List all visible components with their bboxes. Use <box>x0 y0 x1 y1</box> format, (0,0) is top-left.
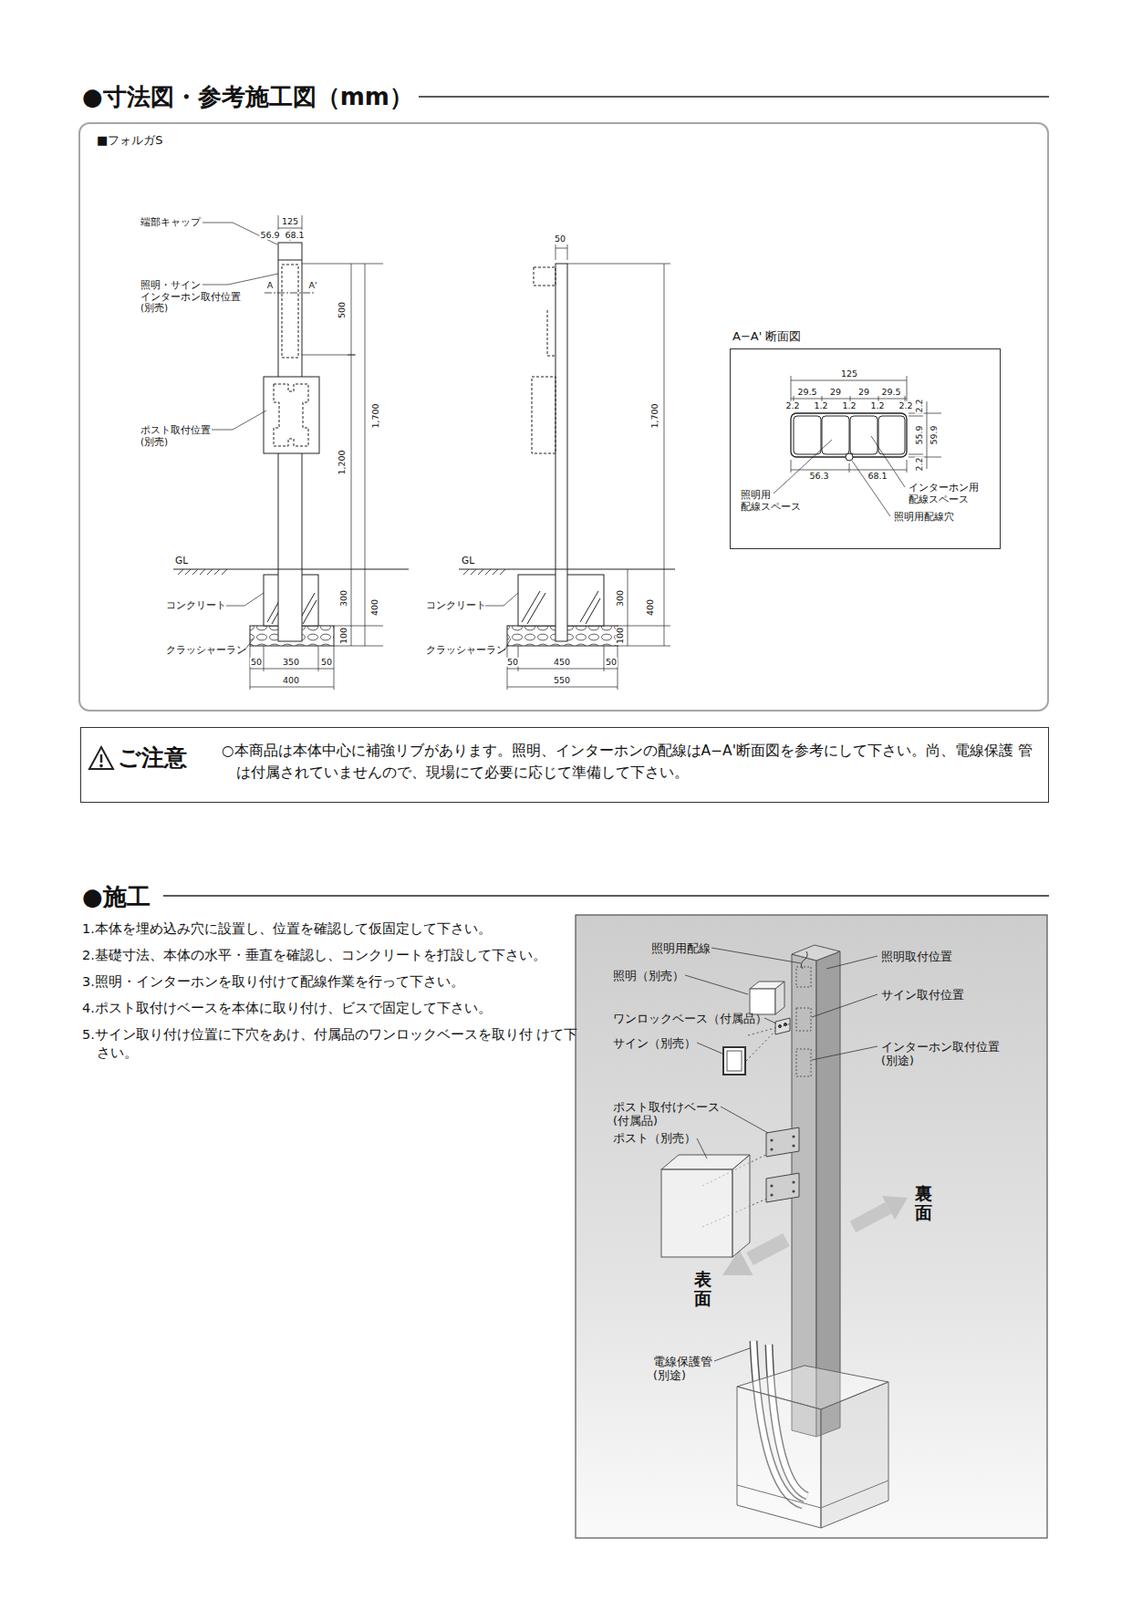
dimension: 2.2 <box>914 397 925 414</box>
part-label: ポスト取付位置 (別売) <box>140 424 211 447</box>
part-label: 照明用 配線スペース <box>740 488 801 512</box>
dimension: 400 <box>281 675 301 686</box>
view-label: 表面 <box>694 1269 712 1309</box>
dimension: 400 <box>645 598 655 617</box>
dimension: 55.9 <box>914 424 925 446</box>
dimension: 1,700 <box>650 402 660 429</box>
part-label: GL <box>461 554 475 567</box>
dimension: 29.5 <box>880 387 902 397</box>
dimension: 2.2 <box>914 456 925 472</box>
dimension: 300 <box>615 589 625 608</box>
step-text: 1.本体を埋め込み穴に設置し、位置を確認して仮固定して下さい。 <box>82 919 590 938</box>
dimension: 1.2 <box>812 401 829 411</box>
node-text: A−A' 断面図 <box>732 329 801 344</box>
dimension: 50 <box>320 657 333 667</box>
dimension: 59.9 <box>929 424 939 446</box>
dimension: 29 <box>829 387 842 397</box>
part-label: GL <box>175 554 188 567</box>
drawing-frame: ■フォルガS A−A' 断面図 <box>78 122 1049 712</box>
dimension: A <box>266 280 275 291</box>
dimension: 125 <box>280 217 300 227</box>
dimension: 1.2 <box>869 401 885 411</box>
step-text: 4.ポスト取付けベースを本体に取り付け、ビスで固定して下さい。 <box>82 998 590 1018</box>
node-text: ○本商品は本体中心に補強リブがあります。照明、インターホンの配線はA−A'断面図… <box>221 739 1044 784</box>
part-label: コンクリート <box>425 599 487 612</box>
dimension: 1,200 <box>337 448 347 476</box>
dimension: 450 <box>552 657 572 667</box>
dimension: 29 <box>857 387 871 397</box>
dimension: 125 <box>840 369 859 379</box>
step-text: 5.サイン取り付け位置に下穴をあけ、付属品のワンロックベースを取り付 けて下さい… <box>82 1025 590 1063</box>
part-label: インターホン用 配線スペース <box>908 481 979 505</box>
part-label: 照明・サイン インターホン取付位置 (別売) <box>140 279 241 314</box>
step-text: 3.照明・インターホンを取り付けて配線作業を行って下さい。 <box>82 972 590 991</box>
dimension: 400 <box>370 598 380 617</box>
section-heading: ●施工 <box>82 881 151 913</box>
dimension: 68.1 <box>283 230 305 240</box>
callout-label: 照明（別売） <box>612 968 685 983</box>
part-label: 照明用配線穴 <box>893 510 955 523</box>
part-label: 端部キャップ <box>140 216 201 229</box>
view-label: 裏面 <box>914 1183 933 1223</box>
callout-label: 照明用配線 <box>651 941 711 956</box>
part-label: コンクリート <box>166 599 227 612</box>
caution-box: ご注意 ○本商品は本体中心に補強リブがあります。照明、インターホンの配線はA−A'… <box>80 726 1049 803</box>
dimension: 1,700 <box>371 402 381 429</box>
dimension: 300 <box>339 589 349 608</box>
dimension: 1.2 <box>841 401 857 411</box>
dimension: 56.3 <box>808 471 830 481</box>
dimension: A' <box>307 280 318 291</box>
node-text: ■フォルガS <box>96 133 164 148</box>
part-label: クラッシャーラン <box>425 643 507 656</box>
callout-label: 電線保護管 (別途) <box>653 1354 713 1382</box>
dimension: 350 <box>281 657 301 667</box>
dimension: 50 <box>249 657 263 667</box>
dimension: 550 <box>552 675 572 686</box>
dimension: 29.5 <box>796 387 818 397</box>
dimension: 56.9 <box>259 230 281 240</box>
callout-label: サイン（別売） <box>612 1036 696 1050</box>
dimension: 50 <box>553 234 567 244</box>
dimension: 100 <box>339 626 349 645</box>
section-box: A−A' 断面図 <box>729 348 1001 550</box>
callout-label: ワンロックベース（付属品） <box>612 1011 768 1026</box>
callout-label: サイン取付位置 <box>881 987 965 1002</box>
callout-label: 照明取付位置 <box>881 949 953 964</box>
dimension: 2.2 <box>784 401 800 411</box>
section-heading: ●寸法図・参考施工図（mm） <box>82 81 414 113</box>
node-text: ご注意 <box>117 744 187 772</box>
part-label: クラッシャーラン <box>166 643 247 656</box>
callout-label: ポスト（別売） <box>612 1131 696 1145</box>
step-text: 2.基礎寸法、本体の水平・垂直を確認し、コンクリートを打設して下さい。 <box>82 945 590 965</box>
dimension: 68.1 <box>866 471 888 481</box>
callout-label: インターホン取付位置 (別途) <box>881 1039 1000 1068</box>
dimension: 100 <box>615 626 625 645</box>
dimension: 2.2 <box>897 401 914 411</box>
callout-label: ポスト取付けベース (付属品) <box>612 1100 720 1128</box>
dimension: 500 <box>337 301 347 320</box>
dimension: 50 <box>506 657 520 667</box>
dimension: 50 <box>604 657 618 667</box>
